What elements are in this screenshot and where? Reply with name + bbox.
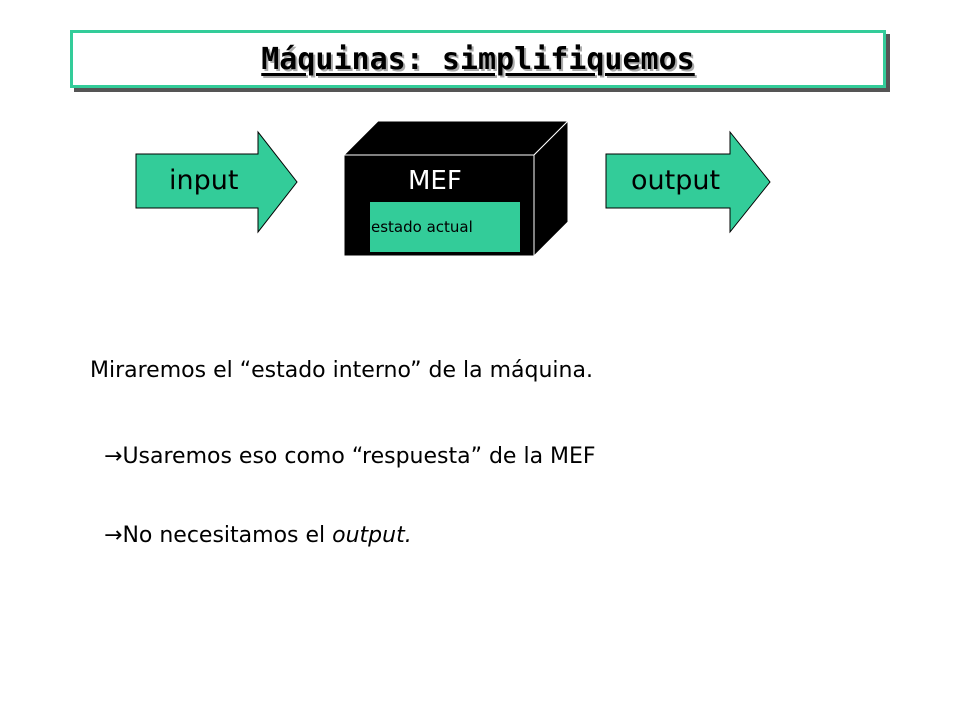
slide-title: Máquinas: simplifiquemos <box>261 41 695 77</box>
output-arrow <box>605 130 771 234</box>
output-label: output <box>631 165 721 196</box>
state-rect <box>370 202 520 252</box>
right-arrow-icon: → <box>104 444 123 469</box>
bullet-1: →Usaremos eso como “respuesta” de la MEF <box>104 444 596 469</box>
input-arrow <box>135 130 298 234</box>
intro-text: Miraremos el “estado interno” de la máqu… <box>90 358 593 383</box>
bullet-2-text: No necesitamos el <box>122 523 333 548</box>
bullet-1-text: Usaremos eso como “respuesta” de la MEF <box>122 444 596 469</box>
machine-label: MEF <box>408 166 462 196</box>
bullet-2-italic: output. <box>332 523 412 548</box>
bullet-2: →No necesitamos el output. <box>104 523 412 548</box>
state-label: estado actual <box>371 218 473 236</box>
machine-box-top <box>342 120 570 156</box>
input-label: input <box>169 165 239 196</box>
right-arrow-icon: → <box>104 523 123 548</box>
title-box: Máquinas: simplifiquemos <box>70 30 886 88</box>
